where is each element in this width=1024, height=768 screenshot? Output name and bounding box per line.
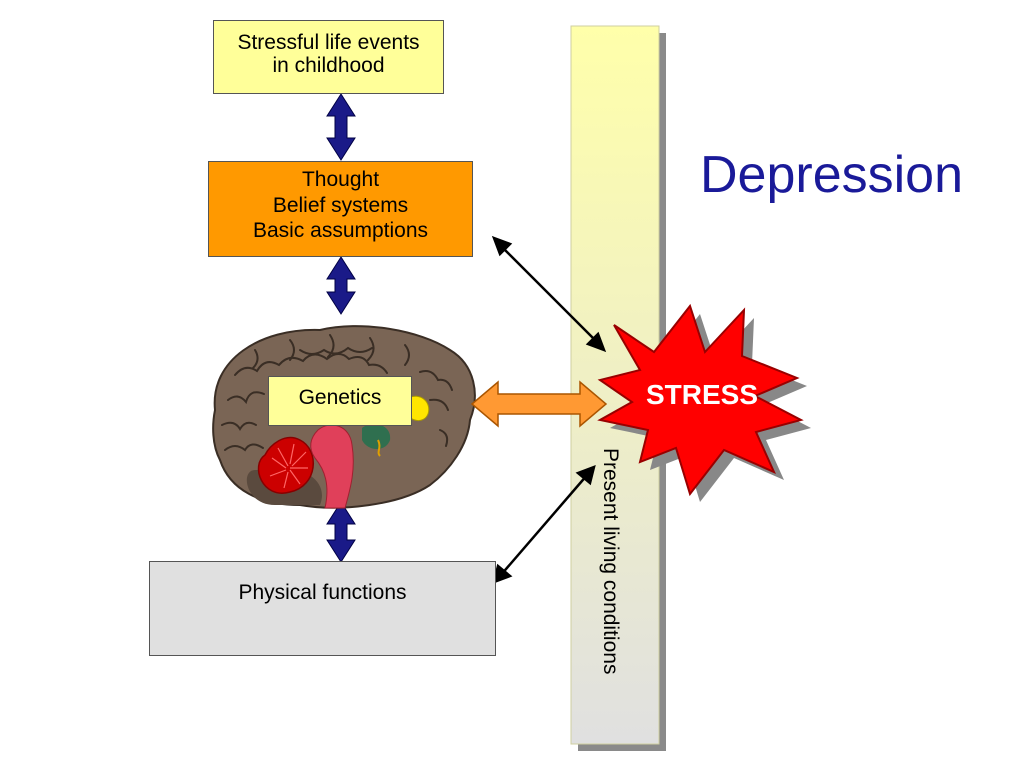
physical-functions-box: Physical functions bbox=[149, 561, 496, 656]
arrow-thought-brain bbox=[326, 256, 356, 315]
arrow-thought-stress bbox=[491, 235, 607, 353]
thought-line-1: Thought bbox=[301, 168, 380, 191]
thought-line-2: Belief systems bbox=[272, 193, 409, 217]
thought-beliefs-box: Thought Belief systems Basic assumptions bbox=[208, 161, 473, 257]
childhood-events-line-1: Stressful life events bbox=[237, 31, 420, 54]
genetics-label: Genetics bbox=[298, 386, 382, 409]
arrow-genetics-stress bbox=[470, 380, 608, 428]
arrow-brain-physical bbox=[326, 501, 356, 563]
stress-burst-icon bbox=[597, 303, 811, 502]
stress-label: STRESS bbox=[645, 379, 759, 410]
physical-functions-label: Physical functions bbox=[238, 581, 407, 604]
arrow-physical-stress bbox=[492, 464, 596, 585]
genetics-box: Genetics bbox=[268, 376, 412, 426]
childhood-events-box: Stressful life events in childhood bbox=[213, 20, 444, 94]
page-title: Depression bbox=[700, 146, 964, 204]
childhood-events-line-2: in childhood bbox=[272, 54, 385, 78]
present-living-conditions-label: Present living conditions bbox=[599, 448, 622, 675]
arrow-childhood-thought bbox=[326, 93, 356, 161]
thought-line-3: Basic assumptions bbox=[252, 219, 429, 243]
